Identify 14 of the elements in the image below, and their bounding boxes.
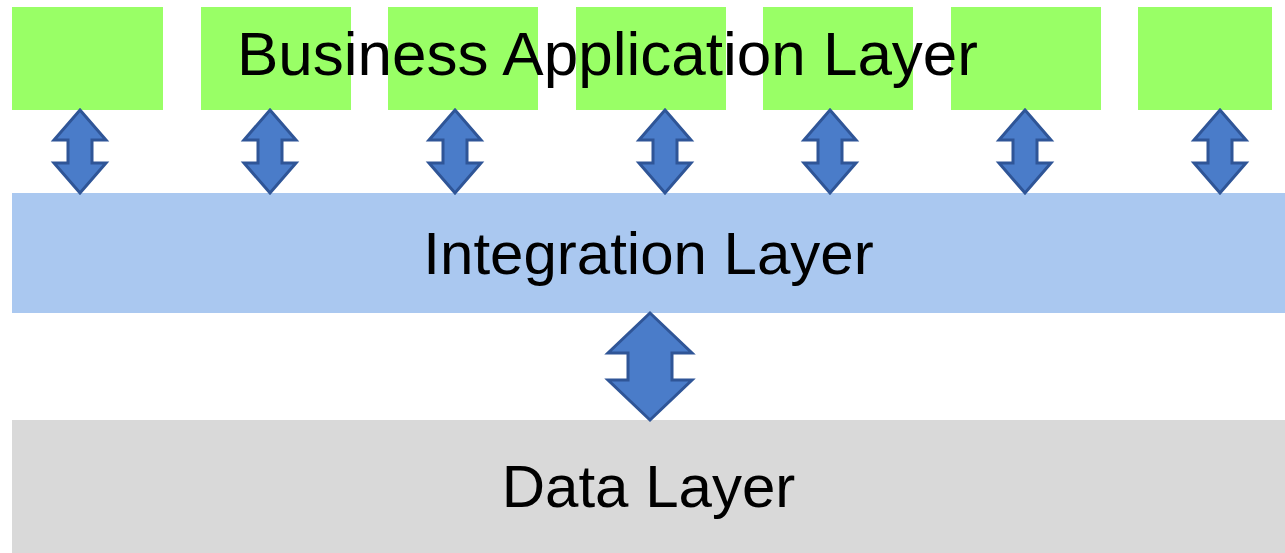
- layer-label: Data Layer: [501, 452, 796, 521]
- application-box: [1138, 7, 1272, 110]
- double-arrow: [604, 310, 696, 423]
- double-arrow: [635, 107, 695, 196]
- double-arrow: [800, 107, 860, 196]
- application-box: [12, 7, 163, 110]
- double-arrow: [240, 107, 300, 196]
- double-arrow: [50, 107, 110, 196]
- double-arrow: [425, 107, 485, 196]
- layer-label: Integration Layer: [423, 218, 874, 288]
- layer-band: [12, 420, 1285, 553]
- double-arrow: [995, 107, 1055, 196]
- layer-band: [12, 193, 1285, 313]
- double-arrow: [1190, 107, 1250, 196]
